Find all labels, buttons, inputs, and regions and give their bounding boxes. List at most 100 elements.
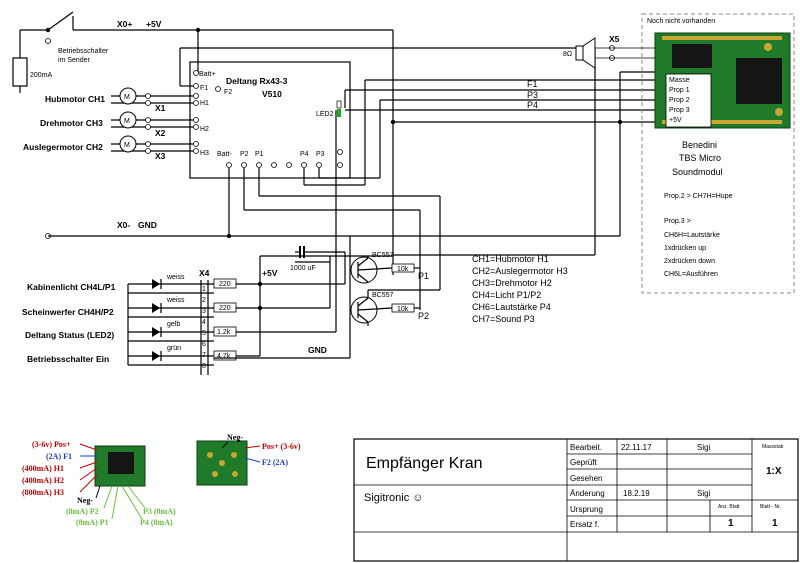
board-pin-label: (3-6v) Pos+ (32, 440, 71, 449)
board-pin-label: F2 (2A) (262, 458, 288, 467)
led-row: Betriebsschalter Ein grün 4.7k (27, 345, 237, 366)
board-pin-label: (800mA) H3 (22, 488, 64, 497)
sound-note: 2xdrücken down (664, 258, 715, 265)
transistor-input: P1 (418, 271, 429, 281)
x0plus-label: X0+ (117, 19, 132, 29)
board-pin-label: (2A) F1 (46, 452, 72, 461)
p1-label: P1 (255, 151, 264, 158)
sound-name-1: Benedini (682, 140, 717, 150)
motor-label: Drehmotor CH3 (40, 118, 103, 128)
led-row: Deltang Status (LED2) gelb 1.2k (25, 110, 337, 342)
line-label-p3: P3 (527, 90, 538, 100)
led-resistor: 4.7k (217, 353, 231, 360)
f1-label: F1 (200, 85, 208, 92)
board-right-neg-label: Neg- (227, 433, 243, 442)
tb-label: Ursprung (570, 505, 603, 514)
driver-section: 1000 uF BC557 10k P1 BC557 10k P2 (260, 246, 440, 326)
channel-line: CH6=Lautstärke P4 (472, 302, 551, 312)
receiver-module: Deltang Rx43-3 V510 Batt+ F1 F2 H1 H2 H3… (189, 61, 351, 179)
connector-x3: X3 (155, 151, 166, 161)
transistor-2: BC557 10k P2 (260, 262, 440, 326)
tb-date: 18.2.19 (623, 489, 650, 498)
tb-date: 22.11.17 (621, 443, 652, 452)
base-resistor: 10k (397, 266, 409, 273)
svg-text:4: 4 (202, 319, 206, 326)
led2-label: LED2 (316, 111, 334, 118)
led-section: X4 1 2 3 4 5 6 7 8 Kabinenlicht CH4L/P1 … (22, 110, 393, 375)
svg-text:6: 6 (202, 341, 206, 348)
company-name: Sigitronic ☺ (364, 492, 424, 504)
svg-text:2: 2 (202, 297, 206, 304)
plus5v-label: +5V (146, 19, 162, 29)
led-row: Scheinwerfer CH4H/P2 weiss 220 (22, 297, 260, 318)
connector-x2: X2 (155, 128, 166, 138)
receiver-wiring: F1 P3 P4 (179, 47, 655, 310)
p4-label: P4 (300, 151, 309, 158)
channel-line: CH2=Auslegermotor H3 (472, 266, 568, 276)
led-diode-icon (152, 327, 160, 337)
not-present-label: Noch nicht vorhanden (647, 18, 715, 25)
batt-minus-label: Batt- (217, 151, 232, 158)
anz-blatt-label: Anz. Blatt (718, 504, 740, 510)
line-label-p4: P4 (527, 100, 538, 110)
led-gnd-label: GND (308, 345, 327, 355)
led-diode-icon (152, 303, 160, 313)
sound-pin-label: Prop 3 (669, 107, 690, 114)
f2-label: F2 (224, 89, 232, 96)
massstab-value: 1:X (766, 466, 782, 477)
tb-label: Bearbeit. (570, 443, 602, 452)
led-color: gelb (167, 321, 180, 328)
board-pinout-right: Neg- Pos+ (3-6v) F2 (2A) (196, 433, 301, 486)
connector-x5: X5 (609, 34, 620, 44)
speaker-label: 8Ω (563, 51, 572, 58)
speaker-icon (575, 45, 584, 61)
sound-pin-label: +5V (669, 117, 682, 124)
board-pin-label: P3 (8mA) (143, 507, 176, 516)
motor-symbol (119, 87, 137, 105)
board-pin-label: Pos+ (3-6v) (262, 442, 301, 451)
sound-pin-label: Prop 2 (669, 97, 690, 104)
drawing-title: Empfänger Kran (366, 455, 483, 472)
motor-label: Hubmotor CH1 (45, 94, 105, 104)
p3-label: P3 (316, 151, 325, 158)
h1-label: H1 (200, 100, 209, 107)
led-diode-icon (152, 279, 160, 289)
motor-row-3: Auslegermotor CH2 M X3 (23, 135, 193, 161)
svg-text:1: 1 (202, 286, 206, 293)
x0gnd-label: X0- (117, 220, 130, 230)
board-pin-label: (8mA) P1 (76, 518, 109, 527)
channel-line: CH4=Licht P1/P2 (472, 290, 541, 300)
led-label: Deltang Status (LED2) (25, 330, 114, 340)
sound-name-2: TBS Micro (679, 153, 721, 163)
fuse-symbol (12, 57, 28, 87)
base-resistor: 10k (397, 306, 409, 313)
receiver-title: Deltang Rx43-3 (226, 76, 288, 86)
title-block: Empfänger Kran Sigitronic ☺ Bearbeit. 22… (353, 438, 799, 562)
tb-label: Gesehen (570, 474, 602, 483)
power-section: Betriebsschalter im Sender 200mA X0+ +5V… (12, 11, 672, 275)
led-plus5v-label: +5V (262, 268, 278, 278)
switch-label-2: im Sender (58, 57, 91, 64)
led-row: Kabinenlicht CH4L/P1 weiss 220 (27, 274, 260, 294)
sound-module: Noch nicht vorhanden Masse Prop 1 Prop 2… (563, 13, 795, 294)
h2-label: H2 (200, 126, 209, 133)
led-diode-icon (152, 351, 160, 361)
sound-note: 1xdrücken up (664, 245, 706, 252)
switch-terminal (45, 38, 51, 44)
board-pin-label: (8mA) P2 (66, 507, 99, 516)
motor-symbol (119, 111, 137, 129)
svg-text:M: M (124, 142, 130, 149)
board-pinout-left: (3-6v) Pos+ (2A) F1 (400mA) H1 (400mA) H… (22, 440, 176, 527)
motor-row-2: Drehmotor CH3 M X2 (40, 111, 193, 138)
switch-label-1: Betriebsschalter (58, 48, 109, 55)
h3-label: H3 (200, 150, 209, 157)
led-resistor: 220 (219, 281, 231, 288)
led-label: Scheinwerfer CH4H/P2 (22, 307, 114, 317)
connector-x1: X1 (155, 103, 166, 113)
receiver-version: V510 (262, 89, 282, 99)
connector-x4: X4 (199, 268, 210, 278)
transistor-input: P2 (418, 311, 429, 321)
led-resistor: 220 (219, 305, 231, 312)
motor-label: Auslegermotor CH2 (23, 142, 103, 152)
